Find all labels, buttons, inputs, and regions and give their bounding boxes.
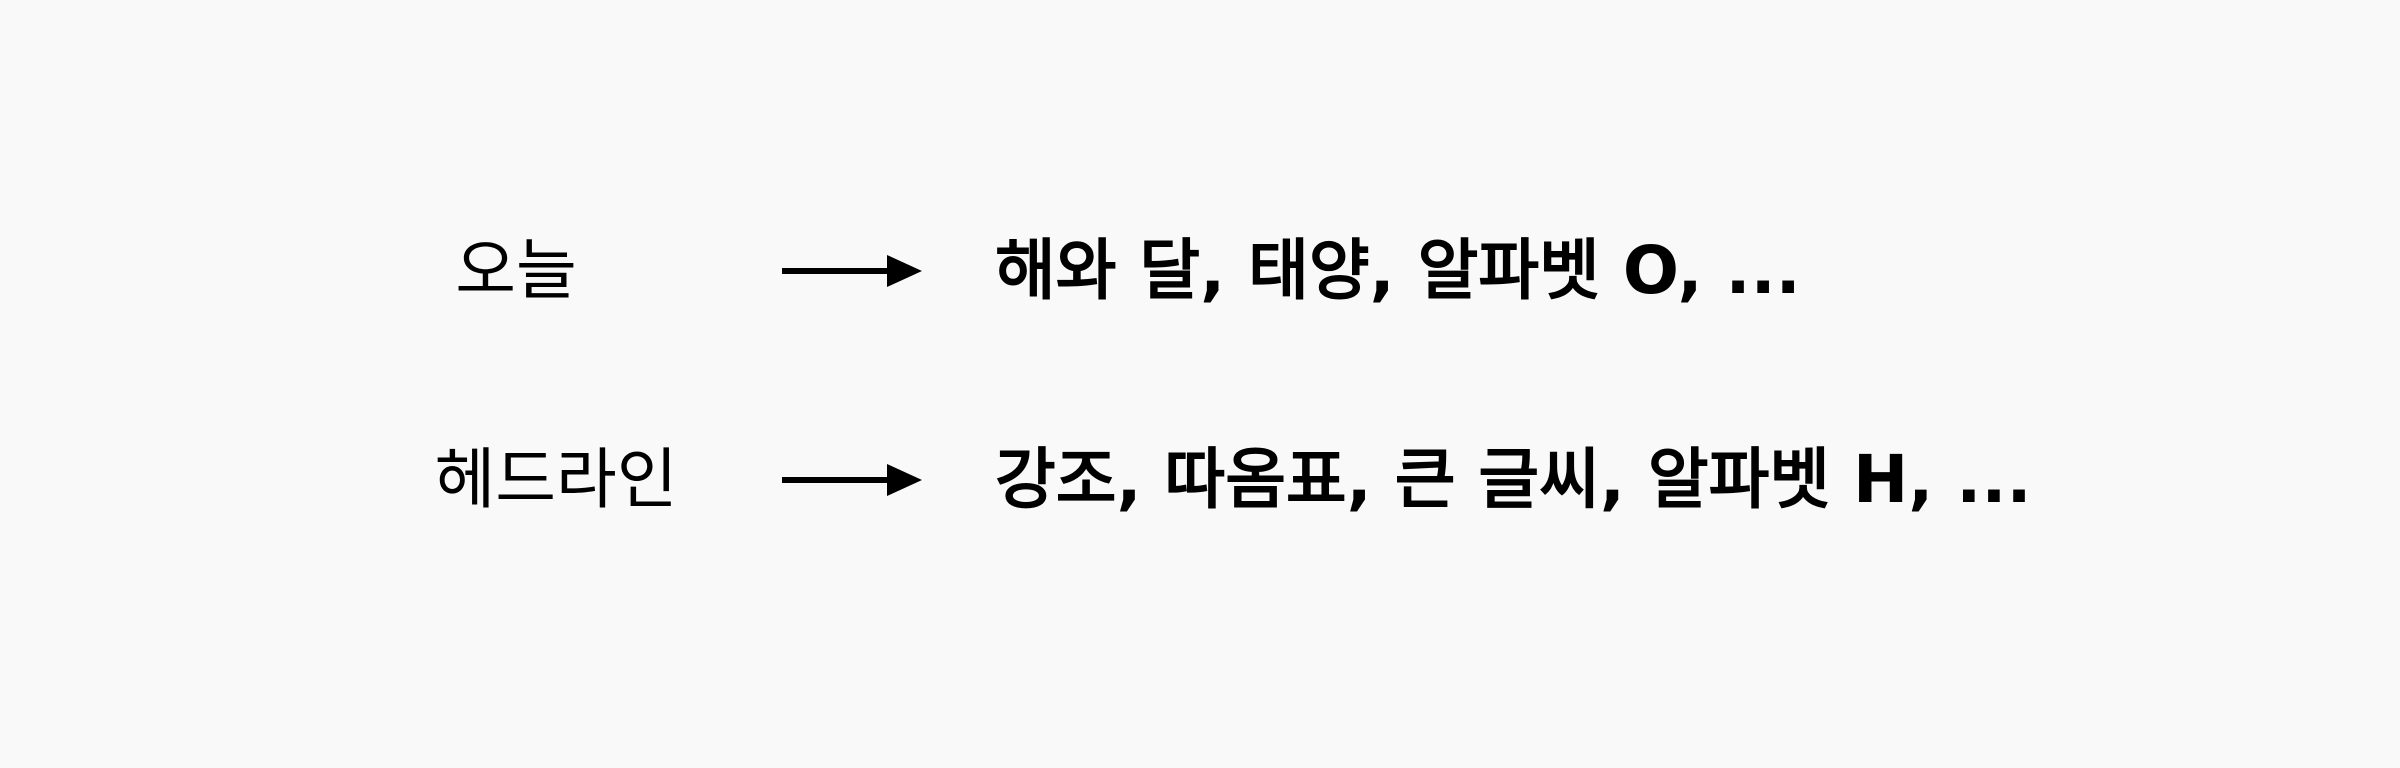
meanings-headline: 강조, 따옴표, 큰 글씨, 알파벳 H, ... (995, 441, 2032, 518)
word-headline: 헤드라인 (434, 441, 678, 518)
meanings-today: 해와 달, 태양, 알파벳 O, ... (995, 232, 1801, 309)
mapping-row-headline: 헤드라인 강조, 따옴표, 큰 글씨, 알파벳 H, ... (0, 430, 2400, 530)
right-arrow-icon (782, 464, 922, 496)
right-arrow-icon (782, 255, 922, 287)
word-today: 오늘 (455, 232, 577, 309)
mapping-row-today: 오늘 해와 달, 태양, 알파벳 O, ... (0, 221, 2400, 321)
